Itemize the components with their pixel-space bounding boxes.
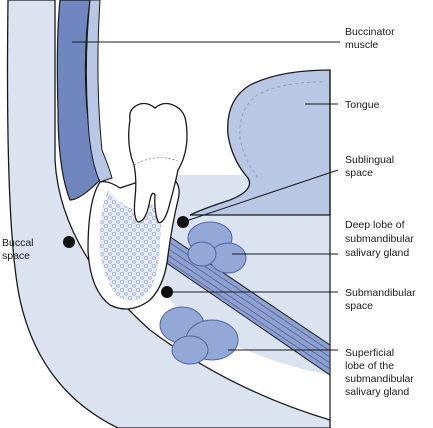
buccal-space-marker bbox=[63, 236, 75, 248]
mandible-spongy-bone bbox=[99, 190, 165, 301]
buccinator-muscle-shape bbox=[56, 0, 101, 201]
sublingual-leader bbox=[182, 169, 339, 223]
superficial-label-line4: salivary gland bbox=[345, 386, 409, 398]
molar-tooth bbox=[128, 102, 188, 224]
buccinator-label-line1: Buccinator bbox=[345, 26, 395, 38]
deep-lobe-label-line2: submandibular bbox=[345, 233, 414, 245]
buccinator-label-line2: muscle bbox=[345, 39, 378, 51]
submandibular-space-marker bbox=[161, 286, 173, 298]
superficial-label-line1: Superficial bbox=[345, 347, 394, 359]
tooth-gumline bbox=[133, 157, 181, 166]
tongue-label: Tongue bbox=[345, 99, 380, 111]
superficial-label-line3: submandibular bbox=[345, 373, 414, 385]
buccal-mucosa bbox=[85, 0, 113, 183]
sublingual-space-marker bbox=[177, 216, 189, 228]
buccal-label-line1: Buccal bbox=[2, 237, 34, 249]
superficial-label-line2: lobe of the bbox=[345, 360, 394, 372]
mylohyoid-striations bbox=[155, 235, 331, 370]
buccal-label-line2: space bbox=[2, 250, 30, 262]
submandibular-label-line1: Submandibular bbox=[345, 287, 416, 299]
submandibular-label-line2: space bbox=[345, 300, 373, 312]
superficial-lobe-gland bbox=[159, 306, 239, 365]
sublingual-label-line1: Sublingual bbox=[345, 154, 394, 166]
deep-lobe-gland bbox=[187, 221, 247, 274]
sublingual-label-line2: space bbox=[345, 167, 373, 179]
deep-lobe-label-line1: Deep lobe of bbox=[345, 219, 405, 231]
tongue-shape bbox=[189, 69, 331, 216]
deep-lobe-label-line3: salivary gland bbox=[345, 247, 409, 259]
